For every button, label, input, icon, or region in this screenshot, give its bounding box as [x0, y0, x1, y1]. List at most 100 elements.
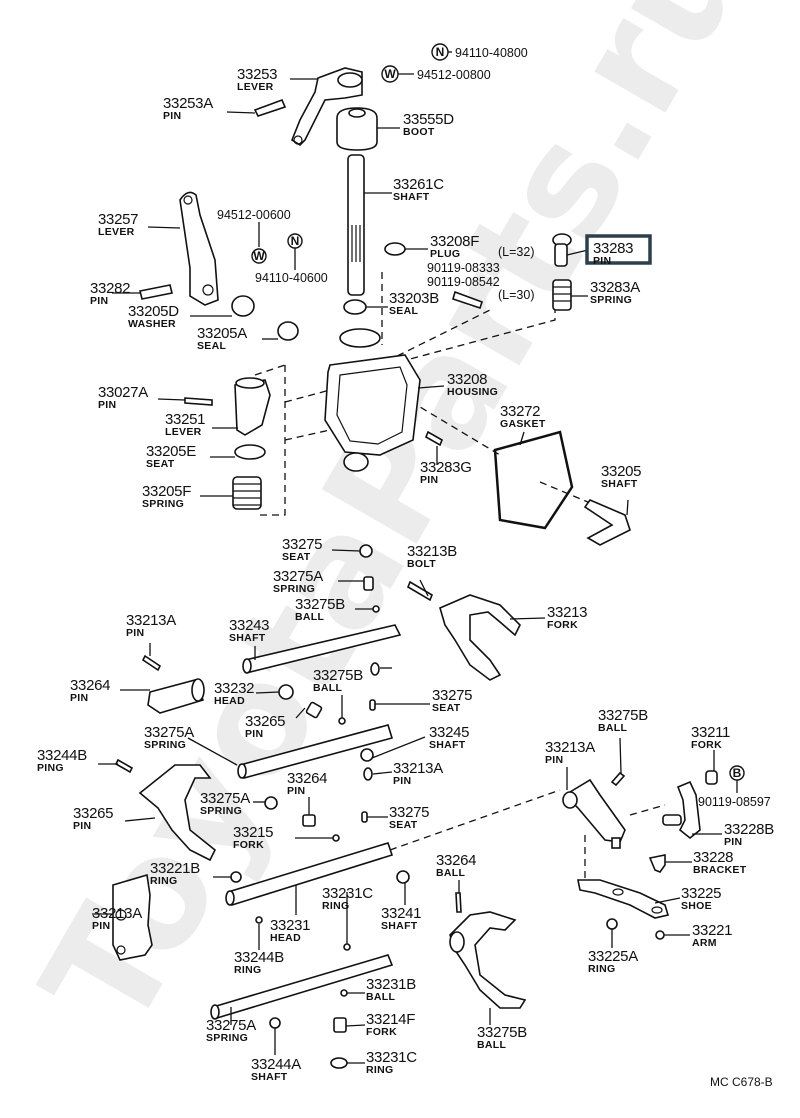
part-number: 33241	[381, 905, 421, 922]
hardware-90119-08597[interactable]: B 90119-08597	[698, 766, 771, 809]
hardware-94512-00600[interactable]: 94512-00600 W	[217, 208, 291, 264]
part-name: FORK	[366, 1026, 397, 1038]
part-number: 94512-00800	[417, 68, 491, 82]
part-name: SPRING	[200, 805, 242, 817]
part-name: PIN	[420, 474, 438, 486]
part-name: PIN	[126, 627, 144, 639]
part-name: PIN	[90, 295, 108, 307]
part-number: 33283	[593, 240, 633, 257]
part-number: 33253	[237, 66, 277, 83]
length-l32: (L=32)	[498, 245, 534, 259]
hardware-94110-40600[interactable]: N 94110-40600	[255, 233, 328, 285]
part-number: 33275A	[144, 724, 194, 741]
part-name: PING	[37, 762, 64, 774]
part-33265-pin	[369, 699, 376, 711]
n-symbol	[287, 233, 303, 249]
highlight-box-33283[interactable]	[585, 234, 652, 265]
part-name: HOUSING	[447, 386, 498, 398]
part-33205d-washer	[231, 295, 255, 317]
part-number: 33232	[214, 680, 254, 697]
part-33225-shoe	[648, 854, 666, 873]
part-name: BALL	[477, 1039, 506, 1051]
part-name: BRACKET	[693, 864, 747, 876]
part-33245-shaft	[237, 724, 394, 779]
part-name: SHAFT	[381, 920, 418, 932]
part-number: 33213A	[393, 760, 443, 777]
part-number: 33244B	[37, 747, 87, 764]
bolt-callouts[interactable]: 90119-08333 90119-08542 (L=32) (L=30)	[427, 245, 534, 302]
part-name: SPRING	[144, 739, 186, 751]
length-l30: (L=30)	[498, 288, 534, 302]
hardware-94110-40800[interactable]: N 94110-40800	[431, 43, 528, 61]
svg-text:N: N	[436, 45, 445, 59]
part-33275b-ball	[372, 605, 380, 613]
n-symbol	[431, 43, 449, 61]
hardware-94512-00800[interactable]: W 94512-00800	[381, 65, 491, 83]
